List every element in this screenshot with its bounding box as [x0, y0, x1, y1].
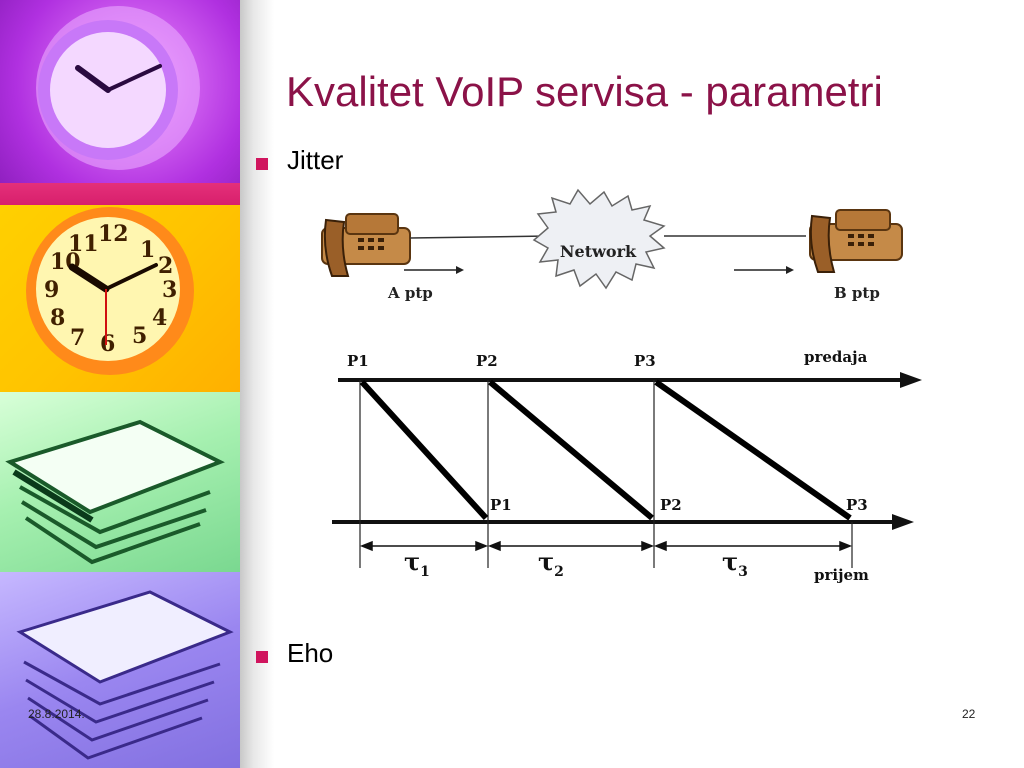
papers-image-purple [0, 572, 240, 768]
network-label: Network [560, 242, 637, 261]
delay-tau2: τ2 [538, 547, 564, 580]
network-cloud [532, 188, 666, 290]
strip-shadow [240, 0, 274, 768]
svg-text:1: 1 [140, 237, 155, 263]
svg-text:8: 8 [50, 305, 65, 331]
a-ptp-label: A ptp [387, 284, 433, 302]
recv-p3: P3 [846, 496, 868, 514]
send-p2: P2 [476, 352, 498, 370]
telephone-icon [321, 213, 411, 277]
delay-tau1: τ1 [404, 547, 430, 580]
strip-divider [0, 183, 240, 205]
clock-icon [36, 6, 200, 170]
bullet-marker [256, 651, 268, 663]
svg-text:7: 7 [70, 325, 85, 351]
bullet-jitter: Jitter [287, 145, 344, 175]
svg-text:9: 9 [44, 277, 59, 303]
slide-title: Kvalitet VoIP servisa - parametri [286, 68, 883, 115]
send-axis-label: predaja [804, 348, 868, 366]
svg-text:4: 4 [152, 305, 167, 331]
b-ptp-label: B ptp [834, 284, 880, 302]
svg-text:12: 12 [98, 221, 129, 247]
send-p3: P3 [634, 352, 656, 370]
svg-text:6: 6 [100, 331, 115, 357]
recv-p1: P1 [490, 496, 512, 514]
delay-tau3: τ3 [722, 547, 748, 580]
svg-text:2: 2 [158, 253, 173, 279]
recv-axis-label: prijem [814, 566, 869, 584]
svg-text:3: 3 [162, 277, 177, 303]
slide-number: 22 [962, 707, 976, 721]
papers-image-green [0, 392, 240, 572]
clock-image-purple [0, 0, 240, 183]
recv-p2: P2 [660, 496, 682, 514]
packet-3-path [654, 379, 852, 521]
send-p1: P1 [347, 352, 369, 370]
telephone-icon [809, 209, 903, 273]
bullet-marker [256, 158, 268, 170]
papers-icon [5, 419, 225, 565]
slide-date: 28.8.2014. [28, 707, 85, 721]
packet-1-path [359, 379, 489, 521]
svg-text:5: 5 [132, 323, 147, 349]
bullet-eho: Eho [287, 638, 334, 668]
packet-2-path [488, 379, 654, 521]
svg-text:11: 11 [68, 231, 99, 257]
papers-icon [16, 590, 234, 760]
